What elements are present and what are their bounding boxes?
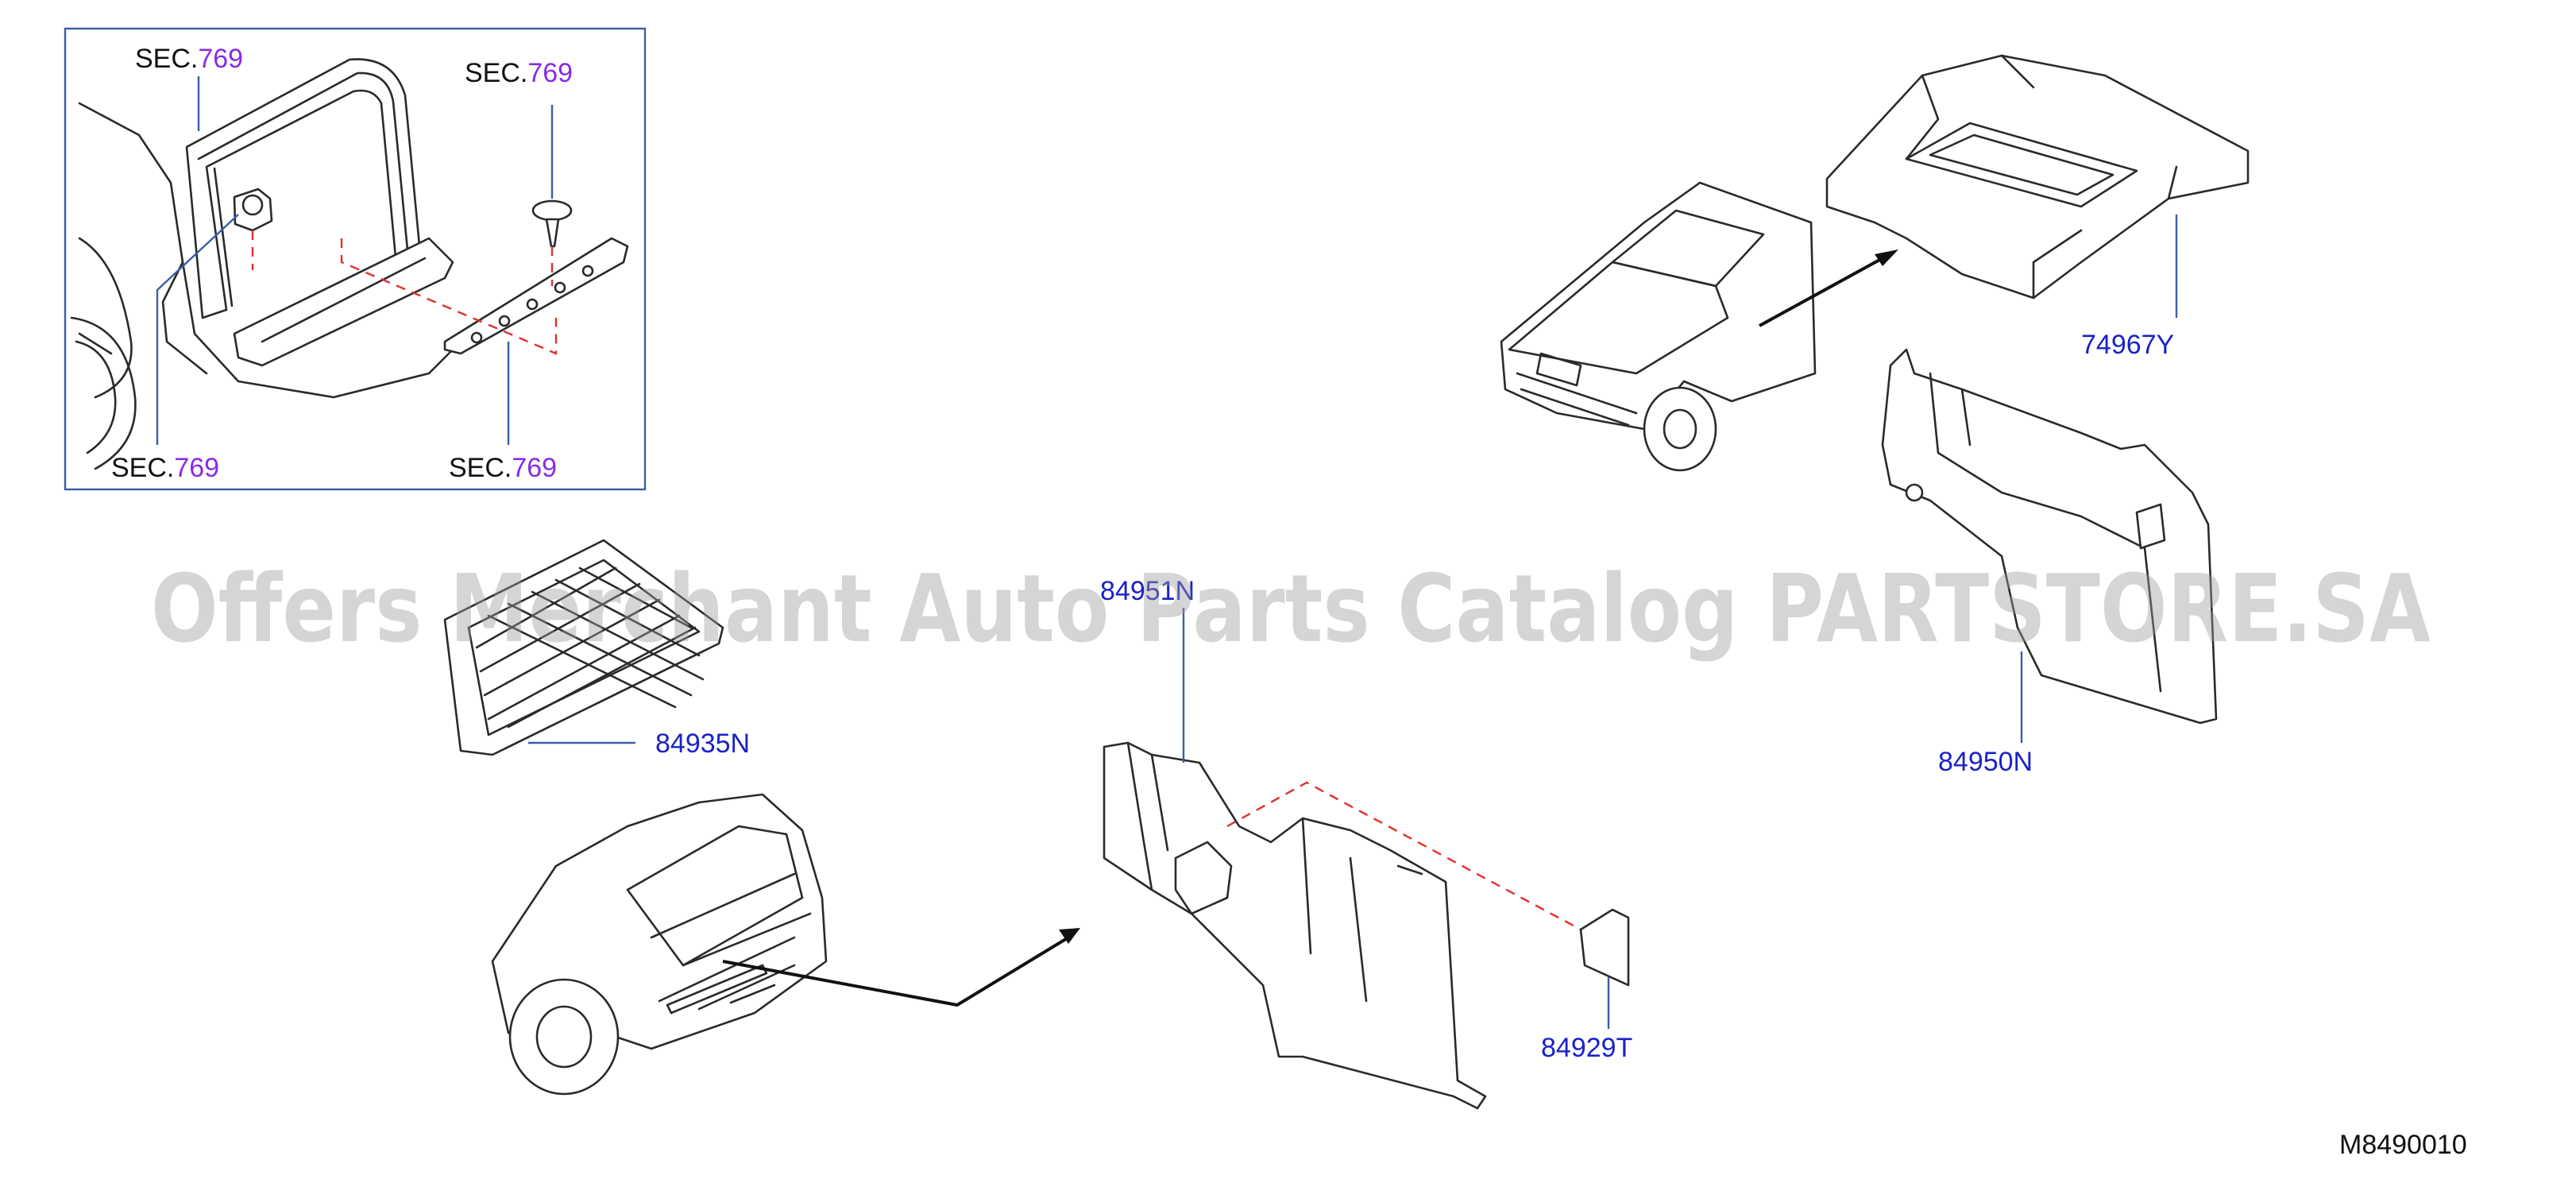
diagram-code: M8490010	[2339, 1130, 2467, 1160]
front-vehicle-body	[1500, 181, 1817, 431]
sec-callout-bottom-right: SEC.769	[449, 453, 557, 483]
floor-mat-details	[1905, 54, 2178, 300]
arrow-head-floor-mat	[1875, 249, 1898, 266]
inset-push-pin	[531, 199, 573, 248]
front-vehicle-view	[1500, 181, 1898, 472]
inset-detail: SEC.769 SEC.769 SEC.769 SEC.769	[64, 27, 647, 491]
sec-callout-top-left: SEC.769	[135, 44, 243, 74]
floor-mat-assembly: 74967Y	[1825, 54, 2250, 360]
front-vehicle-grille	[1516, 352, 1638, 427]
inset-sill	[233, 237, 454, 367]
rear-vehicle-cargo-opening	[626, 825, 804, 967]
arrow-head-side-trim	[1059, 928, 1080, 944]
cargo-net-mesh	[475, 566, 705, 729]
inset-clip	[233, 187, 273, 232]
arrow-to-floor-mat	[1759, 257, 1883, 327]
watermark-text: Offers Merchant Auto Parts Catalog PARTS…	[151, 554, 2431, 663]
cargo-net: 84935N	[443, 539, 750, 759]
rear-vehicle-sill-plate	[666, 964, 776, 1015]
rear-vehicle-cargo-floor	[650, 872, 812, 1011]
front-vehicle-hood	[1508, 261, 1729, 375]
inset-sill-line	[261, 257, 427, 343]
access-cover-shape	[1579, 908, 1630, 987]
inset-frame	[64, 27, 647, 491]
side-trim-right-outline	[1881, 348, 2218, 725]
cargo-net-frame	[443, 539, 724, 756]
side-trim-right-hole	[1905, 483, 1924, 502]
side-trim-left-cover-slot	[1174, 841, 1233, 915]
sec-callout-bottom-left: SEC.769	[111, 453, 219, 483]
side-trim-right-panel-lines	[1929, 372, 2162, 693]
side-trim-right-cover	[2135, 503, 2166, 550]
inset-guide-strip	[340, 238, 558, 355]
inset-gate-inner	[197, 72, 411, 307]
cargo-net-inner-frame	[467, 559, 701, 736]
part-label-84950N: 84950N	[1938, 747, 2033, 777]
floor-mat-center-tunnel	[1905, 122, 2138, 208]
inset-leader-bottom-left	[156, 214, 239, 445]
part-label-84929T: 84929T	[1541, 1033, 1632, 1063]
side-trim-left: 84951N	[1100, 576, 1487, 1110]
part-label-84951N: 84951N	[1100, 576, 1195, 606]
sec-callout-top-right: SEC.769	[465, 58, 573, 88]
side-trim-left-outline	[1103, 741, 1487, 1110]
inset-strip-holes	[470, 265, 594, 344]
inset-wheel	[70, 316, 137, 470]
access-cover: 84929T	[1226, 781, 1632, 1063]
rear-vehicle-wheel	[508, 978, 620, 1096]
rear-vehicle-view	[491, 793, 1080, 1096]
part-label-84935N: 84935N	[655, 729, 750, 759]
floor-mat-outline	[1825, 54, 2250, 300]
side-trim-right: 84950N	[1881, 348, 2218, 777]
part-label-74967Y: 74967Y	[2081, 330, 2174, 360]
cover-guide-line	[1226, 781, 1582, 931]
side-trim-left-panel-lines	[1126, 741, 1423, 1003]
front-vehicle-wheel	[1643, 386, 1717, 472]
inset-vehicle-body	[78, 102, 454, 399]
arrow-to-side-trim	[722, 936, 1070, 1007]
